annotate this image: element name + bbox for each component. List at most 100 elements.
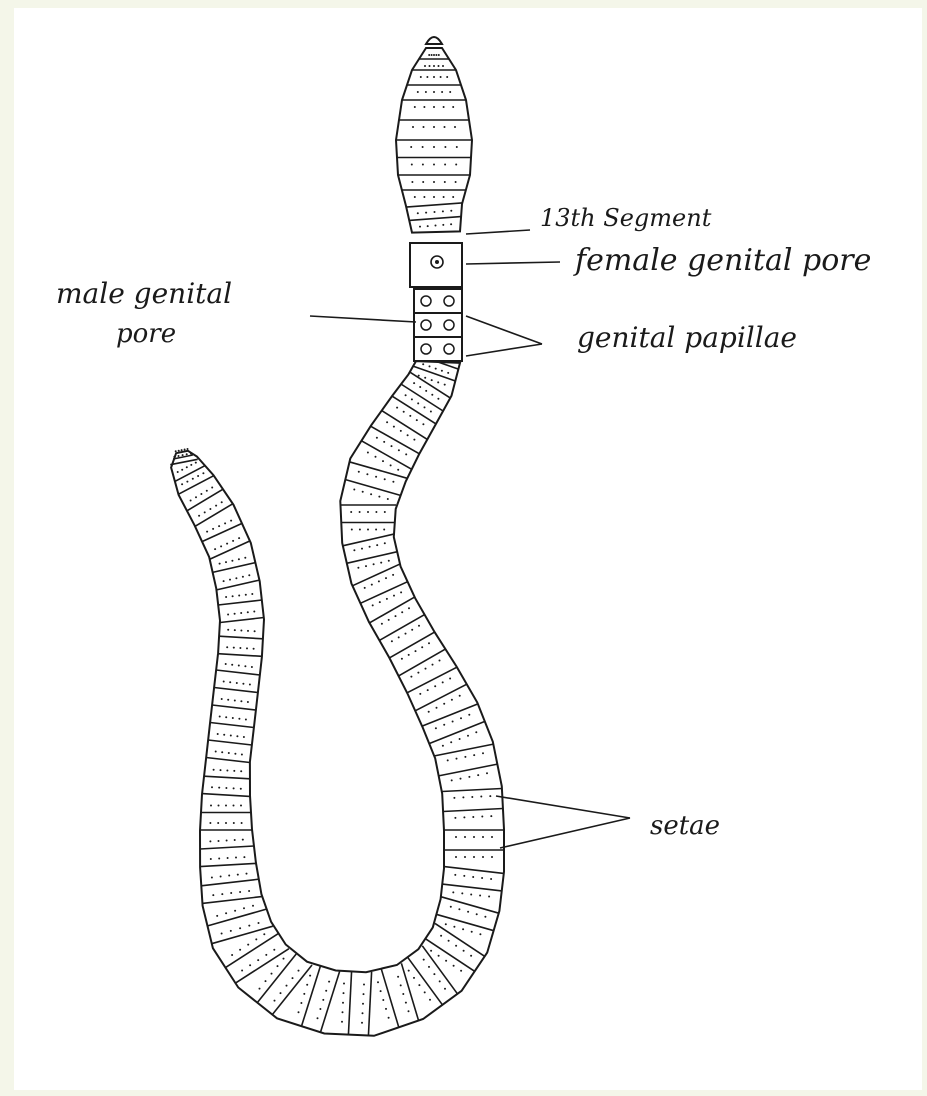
seta-dot [393,595,395,597]
seta-dot [236,682,238,684]
seta-dot [204,511,206,513]
seta-dot [479,933,481,935]
seta-dot [425,91,427,93]
seta-dot [198,515,200,517]
seta-dot [447,759,449,761]
seta-dot [426,76,428,78]
seta-dot [381,623,383,625]
seta-dot [195,462,197,464]
seta-dot [430,950,432,952]
seta-dot [248,574,250,576]
seta-dot [245,594,247,596]
seta-dot [434,685,436,687]
seta-dot [274,1000,276,1002]
seta-dot [223,580,225,582]
label-papillae: genital papillae [577,321,797,354]
seta-dot [471,796,473,798]
seta-dot [221,751,223,753]
seta-dot [417,402,419,404]
seta-dot [283,958,285,960]
seta-dot [413,439,415,441]
seta-dot [489,795,491,797]
seta-dot [479,895,481,897]
seta-dot [447,372,449,374]
seta-dot [328,981,330,983]
seta-dot [247,630,249,632]
seta-dot [178,450,180,452]
seta-dot [411,398,413,400]
seta-dot [385,1008,387,1010]
seta-dot [454,126,456,128]
seta-dot [472,816,474,818]
seta-dot [463,950,465,952]
seta-dot [461,892,463,894]
seta-dot [448,940,450,942]
seta-dot [449,91,451,93]
seta-dot [234,629,236,631]
seta-dot [397,976,399,978]
seta-dot [343,983,345,985]
seta-dot [265,954,267,956]
seta-dot [213,769,215,771]
seta-dot [432,664,434,666]
seta-dot [390,464,392,466]
seta-dot [445,960,447,962]
seta-dot [382,999,384,1001]
papilla-dot [444,320,454,330]
seta-dot [467,735,469,737]
seta-dot [239,949,241,951]
seta-dot [231,560,233,562]
seta-dot [408,970,410,972]
seta-dot [427,689,429,691]
seta-dot [378,496,380,498]
seta-dot [226,543,228,545]
seta-dot [263,933,265,935]
seta-dot [227,699,229,701]
seta-dot [397,469,399,471]
seta-dot [218,525,220,527]
seta-dot [375,529,377,531]
seta-dot [234,839,236,841]
seta-dot [181,469,183,471]
seta-dot [357,567,359,569]
seta-dot [417,91,419,93]
seta-dot [221,698,223,700]
label-male-pore-line2: pore [116,319,176,349]
seta-dot [393,426,395,428]
seta-dot [277,965,279,967]
seta-dot [444,146,446,148]
seta-dot [257,959,259,961]
seta-dot [218,787,220,789]
seta-dot [471,931,473,933]
seta-dot [437,398,439,400]
seta-dot [429,365,431,367]
seta-dot [244,665,246,667]
leader-setae-2 [500,818,630,848]
seta-dot [242,839,244,841]
seta-dot [382,460,384,462]
seta-dot [387,498,389,500]
seta-dot [425,212,427,214]
seta-dot [249,964,251,966]
seta-dot [439,980,441,982]
seta-dot [482,836,484,838]
seta-dot [455,181,457,183]
seta-dot [259,988,261,990]
seta-dot [463,875,465,877]
seta-dot [359,529,361,531]
seta-dot [433,164,435,166]
seta-dot [452,196,454,198]
seta-dot [410,146,412,148]
seta-dot [238,558,240,560]
seta-dot [421,646,423,648]
seta-dot [224,522,226,524]
seta-dot [427,225,429,227]
seta-dot [490,878,492,880]
seta-dot [482,856,484,858]
seta-dot [453,797,455,799]
seta-dot [241,754,243,756]
seta-dot [234,910,236,912]
seta-dot [424,991,426,993]
seta-dot [309,975,311,977]
